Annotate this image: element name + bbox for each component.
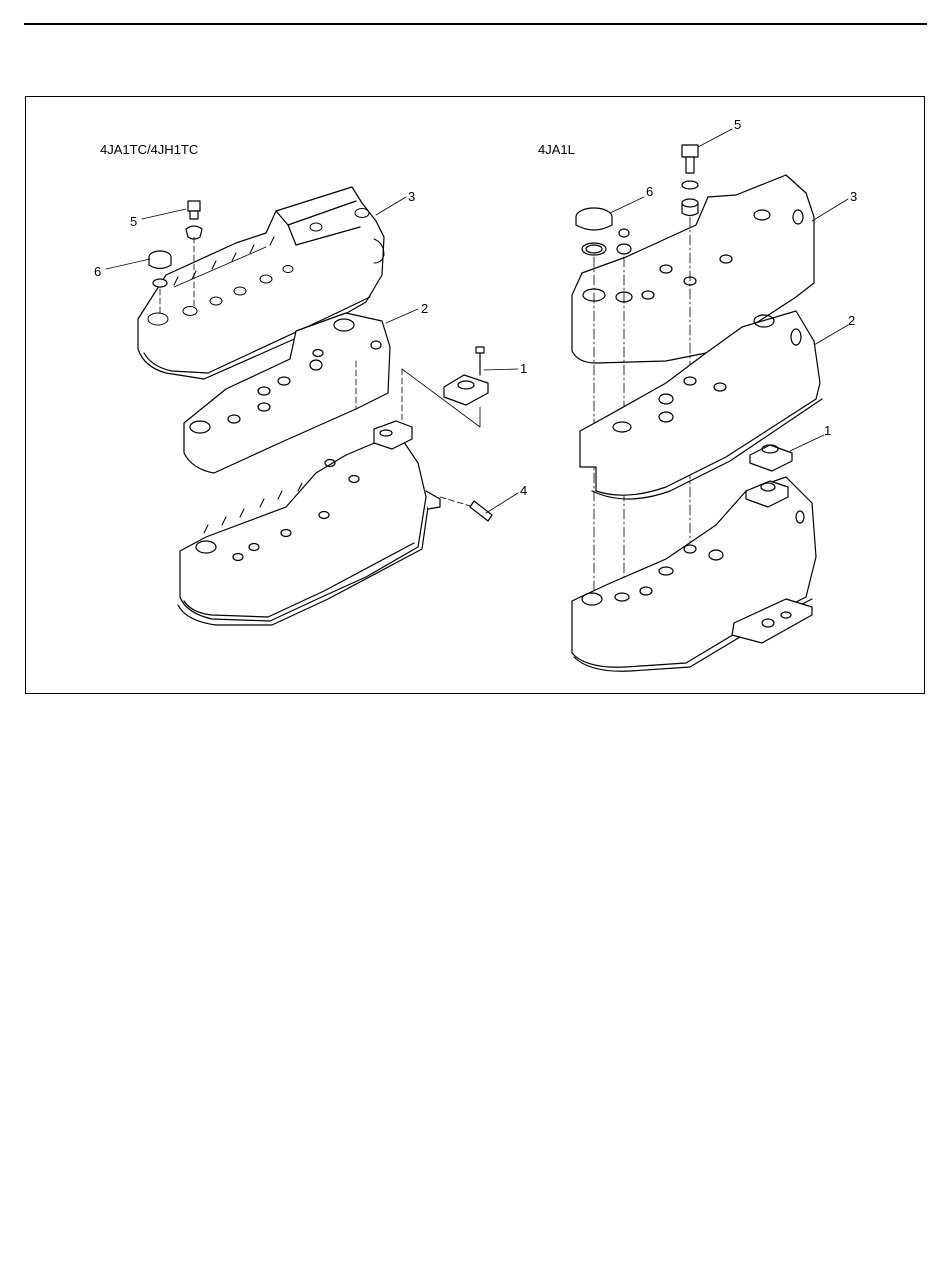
rocker-cover-exploded-diagram — [26, 97, 924, 693]
left-part-1-breather — [402, 347, 488, 459]
exploded-view-figure: 4JA1TC/4JH1TC 4JA1L 1 2 3 4 5 6 1 2 3 5 … — [25, 96, 925, 694]
callout-left-6: 6 — [94, 265, 101, 279]
callout-right-1: 1 — [824, 424, 831, 438]
callout-right-6: 6 — [646, 185, 653, 199]
right-part-1-breather — [750, 445, 792, 471]
callout-left-4: 4 — [520, 484, 527, 498]
callout-right-3: 3 — [850, 190, 857, 204]
callout-left-3: 3 — [408, 190, 415, 204]
callout-right-2: 2 — [848, 314, 855, 328]
callout-right-5: 5 — [734, 118, 741, 132]
callout-left-2: 2 — [421, 302, 428, 316]
left-variant-label: 4JA1TC/4JH1TC — [100, 143, 198, 157]
callout-left-5: 5 — [130, 215, 137, 229]
page-header-rule — [24, 23, 927, 25]
right-head-cover-body — [572, 477, 816, 671]
right-variant-label: 4JA1L — [538, 143, 575, 157]
left-part-4-pipe — [440, 497, 492, 521]
callout-left-1: 1 — [520, 362, 527, 376]
